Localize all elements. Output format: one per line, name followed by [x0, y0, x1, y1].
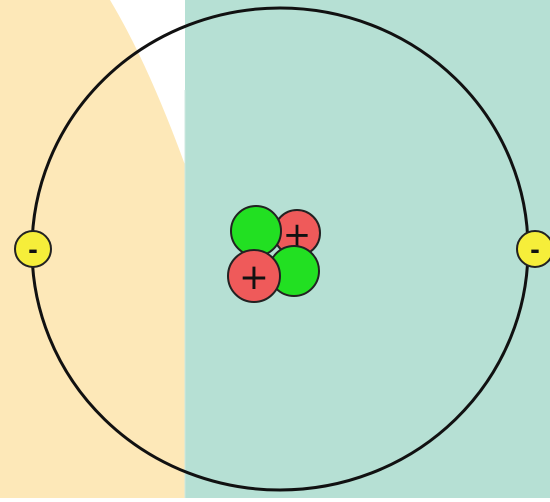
electron-right: - — [517, 231, 550, 267]
electron-sign: - — [530, 236, 540, 264]
proton: + — [228, 250, 280, 302]
electron-sign: - — [28, 236, 38, 264]
electron-left: - — [15, 231, 51, 267]
proton-sign: + — [239, 257, 269, 298]
neutron — [231, 206, 281, 256]
